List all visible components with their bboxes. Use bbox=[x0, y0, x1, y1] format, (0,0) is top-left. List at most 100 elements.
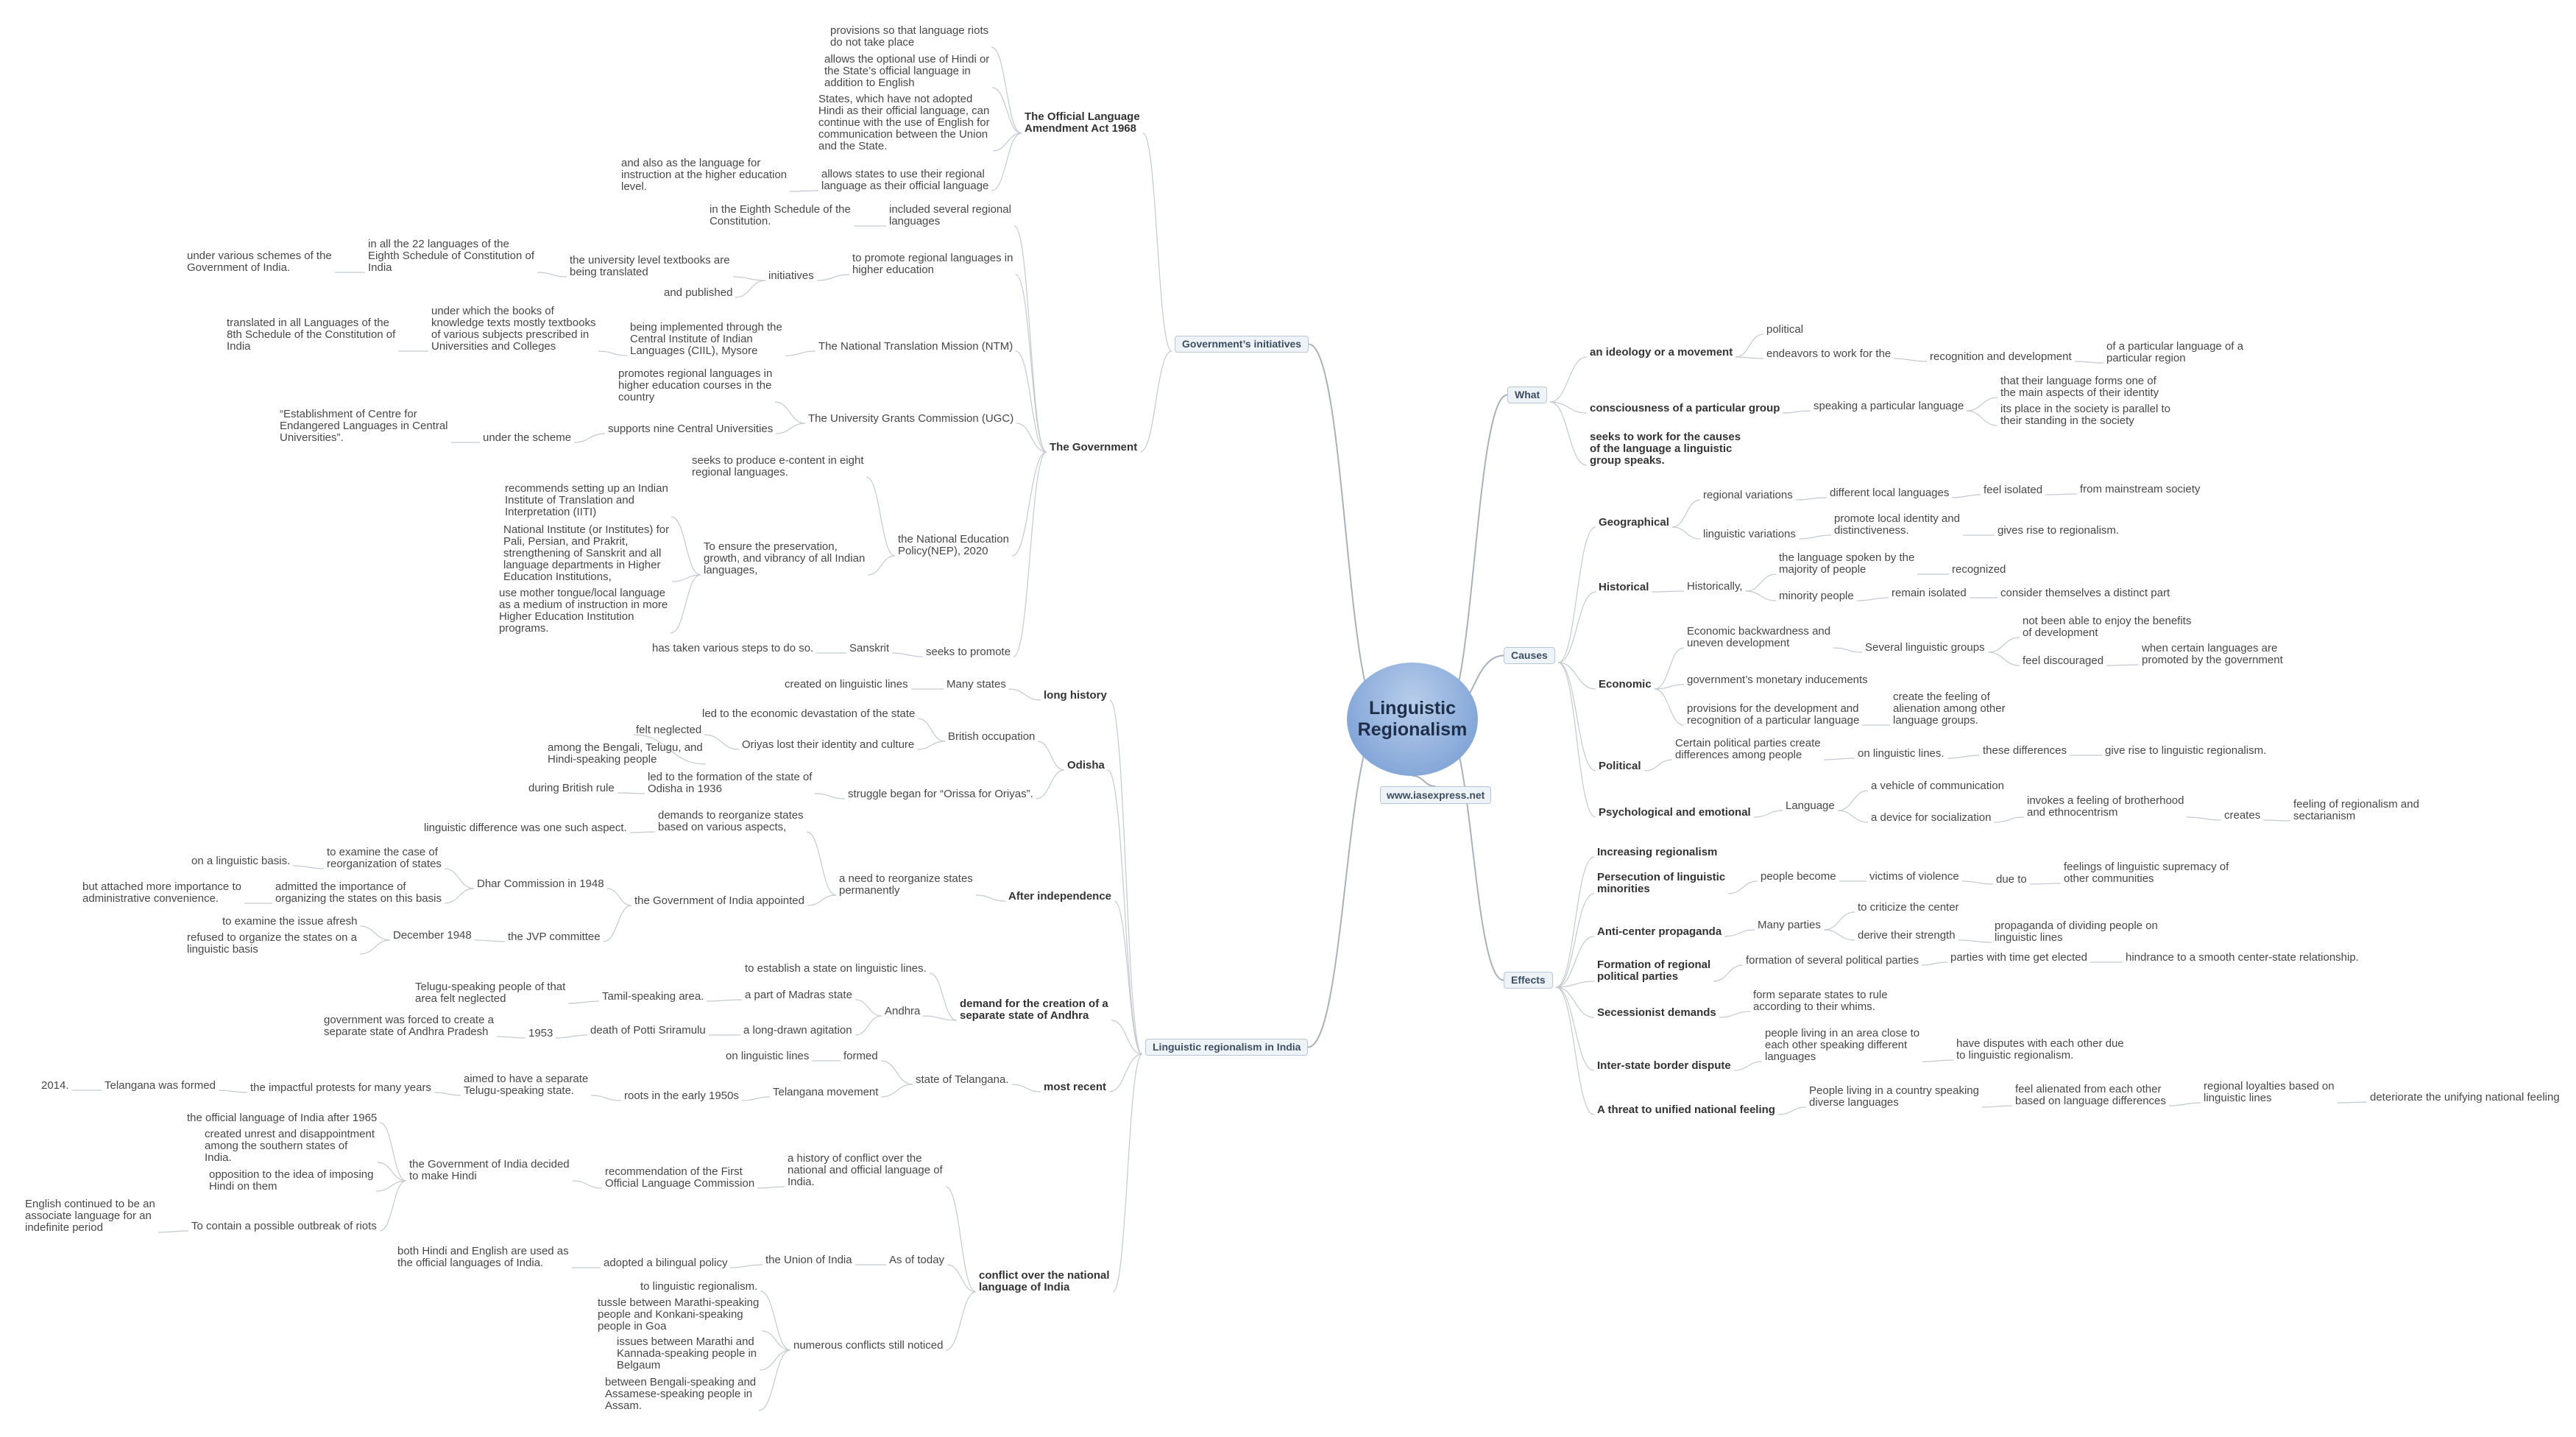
node-endeavors[interactable]: endeavors to work for the bbox=[1766, 347, 1892, 360]
node-criticize-center[interactable]: to criticize the center bbox=[1858, 901, 1959, 914]
node-feel-alienated[interactable]: feel alienated from each other based on … bbox=[2015, 1083, 2166, 1107]
node-gives-rise-regionalism[interactable]: gives rise to regionalism. bbox=[1998, 524, 2120, 537]
node-refused-organize[interactable]: refused to organize the states on a ling… bbox=[187, 931, 357, 956]
node-ideology[interactable]: an ideology or a movement bbox=[1590, 346, 1733, 359]
node-regional-loyalties[interactable]: regional loyalties based on linguistic l… bbox=[2204, 1080, 2335, 1104]
node-opposition-imposing[interactable]: opposition to the idea of imposing Hindi… bbox=[209, 1168, 374, 1193]
node-eighth-schedule[interactable]: in the Eighth Schedule of the Constituti… bbox=[710, 203, 851, 227]
node-speaking-language[interactable]: speaking a particular language bbox=[1814, 400, 1964, 412]
node-to-ensure[interactable]: To ensure the preservation, growth, and … bbox=[704, 540, 866, 576]
node-standing-society[interactable]: its place in the society is parallel to … bbox=[2000, 403, 2170, 427]
node-have-disputes[interactable]: have disputes with each other due to lin… bbox=[1956, 1037, 2124, 1062]
node-history-conflict[interactable]: a history of conflict over the national … bbox=[788, 1152, 943, 1188]
node-state-telangana[interactable]: state of Telangana. bbox=[916, 1073, 1009, 1086]
node-felt-neglected[interactable]: felt neglected bbox=[636, 724, 702, 736]
node-people-become[interactable]: people become bbox=[1761, 870, 1836, 883]
node-union-of-india[interactable]: the Union of India bbox=[765, 1254, 852, 1266]
branch-governments-initiatives[interactable]: Government’s initiatives bbox=[1175, 336, 1309, 353]
branch-causes[interactable]: Causes bbox=[1504, 647, 1555, 664]
node-telangana-formed[interactable]: Telangana was formed bbox=[105, 1079, 216, 1092]
node-language[interactable]: Language bbox=[1786, 799, 1835, 812]
node-sanskrit[interactable]: Sanskrit bbox=[849, 642, 890, 654]
node-form-separate-states[interactable]: form separate states to rule according t… bbox=[1753, 989, 1888, 1013]
node-regional-variations[interactable]: regional variations bbox=[1703, 489, 1793, 501]
node-on-ling-lines[interactable]: on linguistic lines bbox=[726, 1050, 810, 1062]
node-gov-forced[interactable]: government was forced to create a separa… bbox=[324, 1014, 494, 1038]
node-to-establish[interactable]: to establish a state on linguistic lines… bbox=[745, 962, 927, 975]
node-dhar-commission[interactable]: Dhar Commission in 1948 bbox=[477, 878, 604, 890]
node-british-occupation[interactable]: British occupation bbox=[948, 730, 1036, 743]
node-feel-discouraged[interactable]: feel discouraged bbox=[2023, 654, 2104, 667]
node-supports-nine[interactable]: supports nine Central Universities bbox=[608, 423, 774, 435]
node-increasing-regionalism[interactable]: Increasing regionalism bbox=[1597, 846, 1718, 858]
node-not-able-enjoy[interactable]: not been able to enjoy the benefits of d… bbox=[2023, 615, 2192, 639]
node-included-regional[interactable]: included several regional languages bbox=[889, 203, 1011, 227]
node-promote-local-identity[interactable]: promote local identity and distinctivene… bbox=[1834, 512, 1960, 537]
node-formation-several-parties[interactable]: formation of several political parties bbox=[1746, 954, 1919, 967]
node-most-recent[interactable]: most recent bbox=[1044, 1081, 1107, 1093]
node-feeling-sectarianism[interactable]: feeling of regionalism and sectarianism bbox=[2293, 798, 2419, 822]
node-give-rise-linguistic[interactable]: give rise to linguistic regionalism. bbox=[2105, 744, 2267, 757]
node-consider-distinct[interactable]: consider themselves a distinct part bbox=[2000, 587, 2170, 599]
node-aimed-separate[interactable]: aimed to have a separate Telugu-speaking… bbox=[464, 1073, 589, 1097]
node-textbooks-translated[interactable]: the university level textbooks are being… bbox=[570, 254, 730, 278]
node-ola-allows-states[interactable]: allows states to use their regional lang… bbox=[821, 168, 989, 192]
node-after-independence[interactable]: After independence bbox=[1008, 890, 1112, 903]
node-gov-decided-hindi[interactable]: the Government of India decided to make … bbox=[409, 1158, 570, 1182]
branch-linguistic-regionalism-in-india[interactable]: Linguistic regionalism in India bbox=[1145, 1039, 1309, 1056]
node-psychological-emotional[interactable]: Psychological and emotional bbox=[1599, 806, 1751, 819]
node-victims-violence[interactable]: victims of violence bbox=[1869, 870, 1959, 883]
node-these-differences[interactable]: these differences bbox=[1983, 744, 2067, 757]
node-tamil-speaking[interactable]: Tamil-speaking area. bbox=[602, 990, 704, 1003]
node-recommends-iiti[interactable]: recommends setting up an Indian Institut… bbox=[505, 482, 668, 518]
node-political-cause[interactable]: Political bbox=[1599, 760, 1641, 772]
node-many-parties[interactable]: Many parties bbox=[1758, 919, 1821, 931]
node-ola-states[interactable]: States, which have not adopted Hindi as … bbox=[818, 93, 990, 152]
node-numerous-conflicts[interactable]: numerous conflicts still noticed bbox=[793, 1339, 944, 1352]
node-year-2014[interactable]: 2014. bbox=[41, 1079, 69, 1092]
node-being-implemented[interactable]: being implemented through the Central In… bbox=[630, 321, 782, 357]
node-due-to[interactable]: due to bbox=[1996, 873, 2027, 886]
node-among-bengali[interactable]: among the Bengali, Telugu, and Hindi-spe… bbox=[548, 741, 703, 766]
node-led-economic-devastation[interactable]: led to the economic devastation of the s… bbox=[702, 707, 916, 720]
node-language-spoken-majority[interactable]: the language spoken by the majority of p… bbox=[1779, 551, 1915, 576]
node-creates[interactable]: creates bbox=[2224, 809, 2261, 822]
node-monetary-inducements[interactable]: government’s monetary inducements bbox=[1687, 674, 1868, 686]
node-use-mother-tongue[interactable]: use mother tongue/local language as a me… bbox=[499, 587, 668, 635]
node-ugc[interactable]: The University Grants Commission (UGC) bbox=[808, 412, 1014, 425]
node-feel-isolated[interactable]: feel isolated bbox=[1984, 484, 2043, 496]
central-topic[interactable]: Linguistic Regionalism bbox=[1347, 663, 1478, 776]
node-seeks-econtent[interactable]: seeks to produce e-content in eight regi… bbox=[692, 454, 864, 479]
node-the-government[interactable]: The Government bbox=[1050, 441, 1138, 453]
node-vehicle-communication[interactable]: a vehicle of communication bbox=[1871, 780, 2004, 792]
node-seeks-to-promote[interactable]: seeks to promote bbox=[926, 646, 1011, 658]
node-feelings-supremacy[interactable]: feelings of linguistic supremacy of othe… bbox=[2064, 861, 2229, 885]
node-linguistic-difference[interactable]: linguistic difference was one such aspec… bbox=[424, 822, 627, 834]
branch-effects[interactable]: Effects bbox=[1504, 972, 1553, 989]
node-both-hindi-english[interactable]: both Hindi and English are used as the o… bbox=[397, 1245, 569, 1269]
node-official-language-act[interactable]: The Official Language Amendment Act 1968 bbox=[1025, 110, 1140, 135]
website-label[interactable]: www.iasexpress.net bbox=[1380, 786, 1492, 804]
node-propaganda-dividing[interactable]: propaganda of dividing people on linguis… bbox=[1995, 919, 2158, 944]
node-tussle-goa[interactable]: tussle between Marathi-speaking people a… bbox=[598, 1296, 760, 1332]
node-struggle-began[interactable]: struggle began for “Orissa for Oriyas”. bbox=[848, 788, 1033, 800]
node-several-linguistic-groups[interactable]: Several linguistic groups bbox=[1865, 641, 1985, 654]
node-examine-afresh[interactable]: to examine the issue afresh bbox=[222, 915, 358, 928]
node-ola-and-also[interactable]: and also as the language for instruction… bbox=[621, 157, 788, 193]
node-provisions-development[interactable]: provisions for the development and recog… bbox=[1687, 702, 1860, 727]
node-interstate-border-dispute[interactable]: Inter-state border dispute bbox=[1597, 1059, 1731, 1072]
node-and-published[interactable]: and published bbox=[664, 286, 733, 299]
node-but-attached[interactable]: but attached more importance to administ… bbox=[82, 880, 241, 905]
node-threat-national-feeling[interactable]: A threat to unified national feeling bbox=[1597, 1104, 1775, 1116]
node-to-contain-riots[interactable]: To contain a possible outbreak of riots bbox=[191, 1220, 377, 1232]
node-historically[interactable]: Historically, bbox=[1687, 580, 1743, 593]
node-created-linguistic-lines[interactable]: created on linguistic lines bbox=[785, 678, 908, 691]
node-historical[interactable]: Historical bbox=[1599, 581, 1649, 593]
node-has-taken-steps[interactable]: has taken various steps to do so. bbox=[652, 642, 814, 654]
node-identity-aspect[interactable]: that their language forms one of the mai… bbox=[2000, 375, 2159, 399]
node-people-country-diverse[interactable]: People living in a country speaking dive… bbox=[1809, 1084, 1979, 1109]
node-need-reorganize[interactable]: a need to reorganize states permanently bbox=[839, 872, 973, 897]
node-jvp-committee[interactable]: the JVP committee bbox=[508, 931, 601, 943]
node-recognition-development[interactable]: recognition and development bbox=[1930, 350, 2072, 363]
node-created-unrest[interactable]: created unrest and disappointment among … bbox=[205, 1128, 375, 1164]
